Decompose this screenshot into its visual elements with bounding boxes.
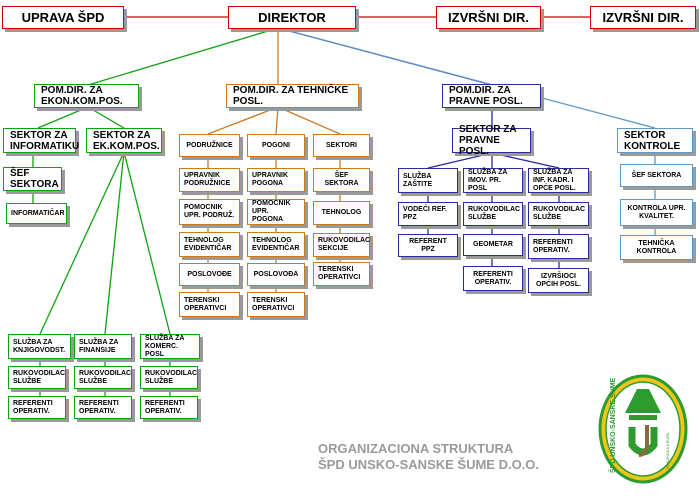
logo-small-text: BOSANSKA KRUPA [665, 432, 670, 469]
referent-ppz-box: REFERENT PPZ [398, 234, 458, 257]
sluzba-imov-box: SLUŽBA ZA IMOV. PR. POSL [463, 168, 523, 193]
sektor-pravne-box: SEKTOR ZA PRAVNE POSL. [452, 124, 531, 157]
rukovodilac-knjigovodstvo-box: RUKOVODILAC SLUŽBE [8, 366, 66, 389]
podruznice-box: PODRUŽNICE [179, 134, 240, 157]
rukovodilac-komerc-box: RUKOVODILAC SLUŽBE [140, 366, 198, 389]
izvrsni-dir-box-1: IZVRŠNI DIR. [436, 6, 541, 29]
sektor-kontrole-box: SEKTOR KONTROLE [617, 128, 693, 153]
rukovodilac-finansije-box: RUKOVODILAC SLUŽBE [74, 366, 132, 389]
kontrola-kvalitet-box: KONTROLA UPR. KVALITET. [620, 199, 693, 226]
pom-dir-teh-box: POM.DIR. ZA TEHNIČKE POSL. [226, 84, 359, 108]
sef-sektora-box: ŠEF SEKTORA [3, 167, 62, 191]
pom-dir-ekon-box: POM.DIR. ZA EKON.KOM.POS. [34, 84, 139, 108]
rukovodilac-sekcije-box: RUKOVODILAC SEKCIJE [313, 233, 370, 257]
sektor-ek-kom-box: SEKTOR ZA EK.KOM.POS. [86, 128, 162, 153]
izvrsni-dir-box-2: IZVRŠNI DIR. [590, 6, 696, 29]
referenti-komerc-box: REFERENTI OPERATIV. [140, 396, 198, 419]
company-logo: ŠPD UNSKO-SANSKE ŠUME BOSANSKA KRUPA [598, 374, 688, 484]
pomocnik-pogona-box: POMOCNIK UPR. POGONA [247, 199, 305, 225]
title-line-2: ŠPD UNSKO-SANSKE ŠUME D.O.O. [318, 457, 540, 472]
sluzba-inf-kadr-box: SLUŽBA ZA INF. KADR. I OPĆE POSL. [528, 168, 589, 193]
sluzba-finansije-box: SLUŽBA ZA FINANSIJE [74, 334, 132, 359]
referenti-finansije-box: REFERENTI OPERATIV. [74, 396, 132, 419]
sluzba-komerc-box: SLUŽBA ZA KOMERC. POSL [140, 334, 200, 359]
poslovoda-box: POSLOVOĐA [247, 263, 305, 286]
chart-title: ORGANIZACIONA STRUKTURA ŠPD UNSKO-SANSKE… [318, 441, 539, 473]
sef-sektora-teh-box: ŠEF SEKTORA [313, 168, 370, 192]
pomocnik-podruznice-box: POMOCNIK UPR. PODRUŽ. [179, 199, 240, 225]
pogoni-box: POGONI [247, 134, 305, 157]
izvrsioci-box: IZVRŠIOCI OPĆIH POSL. [528, 268, 589, 293]
informaticar-box: INFORMATIČAR [6, 203, 67, 224]
rukovodilac-inf-box: RUKOVODILAC SLUŽBE [528, 202, 589, 226]
terenski-sektori-box: TERENSKI OPERATIVCI [313, 262, 370, 286]
geometar-box: GEOMETAR [463, 234, 523, 256]
vodeci-ref-ppz-box: VODEĆI REF. PPZ [398, 202, 458, 226]
upravnik-pogona-box: UPRAVNIK POGONA [247, 168, 305, 192]
logo-text: ŠPD UNSKO-SANSKE ŠUME [608, 377, 617, 473]
poslovode-box: POSLOVOĐE [179, 263, 240, 286]
terenski-podruznice-box: TERENSKI OPERATIVCI [179, 292, 240, 317]
sektor-informatika-box: SEKTOR ZA INFORMATIKU [3, 128, 79, 153]
tehnolog-pogona-box: TEHNOLOG EVIDENTIČAR [247, 232, 305, 257]
sluzba-zastite-box: SLUŽBA ZAŠTITE [398, 168, 458, 193]
sef-sektora-kontrola-box: ŠEF SEKTORA [620, 164, 693, 187]
tehnolog-sektori-box: TEHNOLOG [313, 201, 370, 225]
sluzba-knjigovodstvo-box: SLUŽBA ZA KNJIGOVODST. [8, 334, 71, 359]
rukovodilac-imov-box: RUKOVODILAC SLUŽBE [463, 202, 523, 226]
referenti-inf-box: REFERENTI OPERATIV. [528, 234, 589, 259]
pom-dir-prav-box: POM.DIR. ZA PRAVNE POSL. [442, 84, 541, 108]
referenti-knjigovodstvo-box: REFERENTI OPERATIV. [8, 396, 66, 419]
referenti-imov-box: REFERENTI OPERATIV. [463, 266, 523, 291]
tehnolog-podruznice-box: TEHNOLOG EVIDENTIČAR [179, 232, 240, 257]
tehnicka-kontrola-box: TEHNIČKA KONTROLA [620, 235, 693, 260]
upravnik-podruznice-box: UPRAVNIK PODRUŽNICE [179, 168, 240, 192]
title-line-1: ORGANIZACIONA STRUKTURA [318, 441, 514, 456]
sektori-box: SEKTORI [313, 134, 370, 157]
uprava-box: UPRAVA ŠPD [2, 6, 124, 29]
terenski-pogona-box: TERENSKI OPERATIVCI [247, 292, 305, 317]
direktor-box: DIREKTOR [228, 6, 356, 29]
